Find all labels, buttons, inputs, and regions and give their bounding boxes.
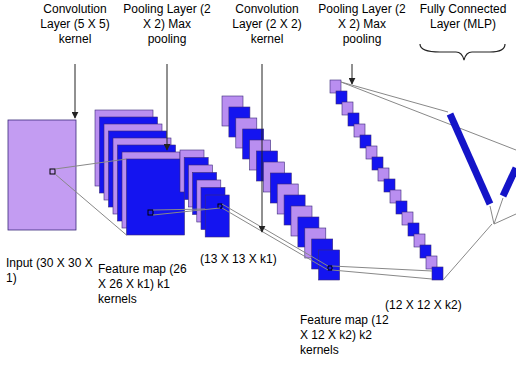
- callout-arrow: [262, 64, 263, 232]
- projection-line: [494, 214, 516, 224]
- layer-label: Pooling Layer (2 X 2) Max pooling: [122, 2, 212, 47]
- layer-label: Convolution Layer (5 X 5) kernel: [30, 2, 120, 47]
- dimension-label: Input (30 X 30 X 1): [6, 256, 96, 286]
- pooled-map: [205, 195, 229, 237]
- projection-line: [443, 224, 492, 280]
- kernel-window: [50, 169, 55, 174]
- projection-line: [55, 159, 127, 169]
- projection-line: [332, 270, 432, 279]
- dense-layer: [450, 114, 490, 204]
- dense-layer: [503, 168, 516, 196]
- projection-line: [341, 82, 516, 150]
- input-image: [8, 120, 76, 230]
- pooled-map: [432, 267, 443, 280]
- kernel-window: [148, 210, 153, 215]
- projection-line: [341, 82, 448, 112]
- projection-line: [153, 208, 220, 215]
- dimension-label: Feature map (26 X 26 X k1) k1 kernels: [98, 262, 198, 307]
- layer-label: Convolution Layer (2 X 2) kernel: [224, 2, 310, 47]
- projection-line: [55, 174, 127, 235]
- feature-map: [127, 159, 185, 235]
- dimension-label: (12 X 12 X k2): [385, 298, 485, 313]
- layer-label: Pooling Layer (2 X 2) Max pooling: [318, 2, 406, 47]
- bracket: [420, 44, 505, 60]
- kernel-window: [328, 266, 332, 270]
- kernel-window: [218, 204, 222, 208]
- projection-line: [332, 266, 432, 271]
- dimension-label: Feature map (12 X 12 X k2) k2 kernels: [300, 313, 400, 358]
- layer-label: Fully Connected Layer (MLP): [412, 2, 514, 32]
- callout-arrow: [352, 64, 353, 84]
- feature-map: [319, 250, 340, 280]
- projection-line: [490, 206, 494, 224]
- callout-arrow: [167, 64, 168, 150]
- dimension-label: (13 X 13 X k1): [200, 252, 295, 267]
- callout-arrow: [75, 64, 76, 118]
- projection-line: [153, 209, 205, 210]
